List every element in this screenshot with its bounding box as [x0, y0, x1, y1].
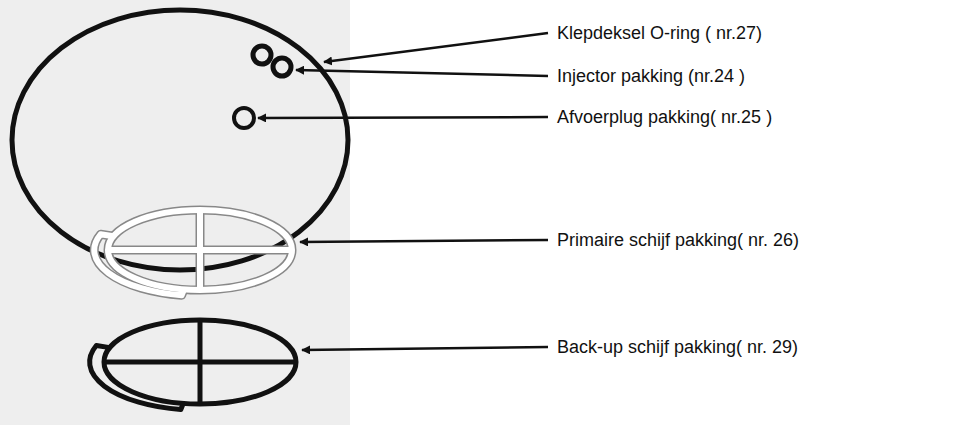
part-label: Afvoerplug pakking( nr.25 ) [557, 106, 772, 128]
photo-panel [0, 0, 350, 425]
part-label: Back-up schijf pakking( nr. 29) [557, 336, 798, 358]
part-label: Klepdeksel O-ring ( nr.27) [557, 22, 762, 44]
injector-seals [253, 46, 291, 76]
backup-disc-gasket [90, 320, 296, 410]
part-label: Primaire schijf pakking( nr. 26) [557, 229, 799, 251]
primary-disc-gasket [94, 210, 292, 295]
part-label: Injector pakking (nr.24 ) [557, 65, 745, 87]
o-ring [12, 10, 348, 270]
drain-seal [234, 108, 254, 128]
leader-arrows [258, 33, 548, 350]
